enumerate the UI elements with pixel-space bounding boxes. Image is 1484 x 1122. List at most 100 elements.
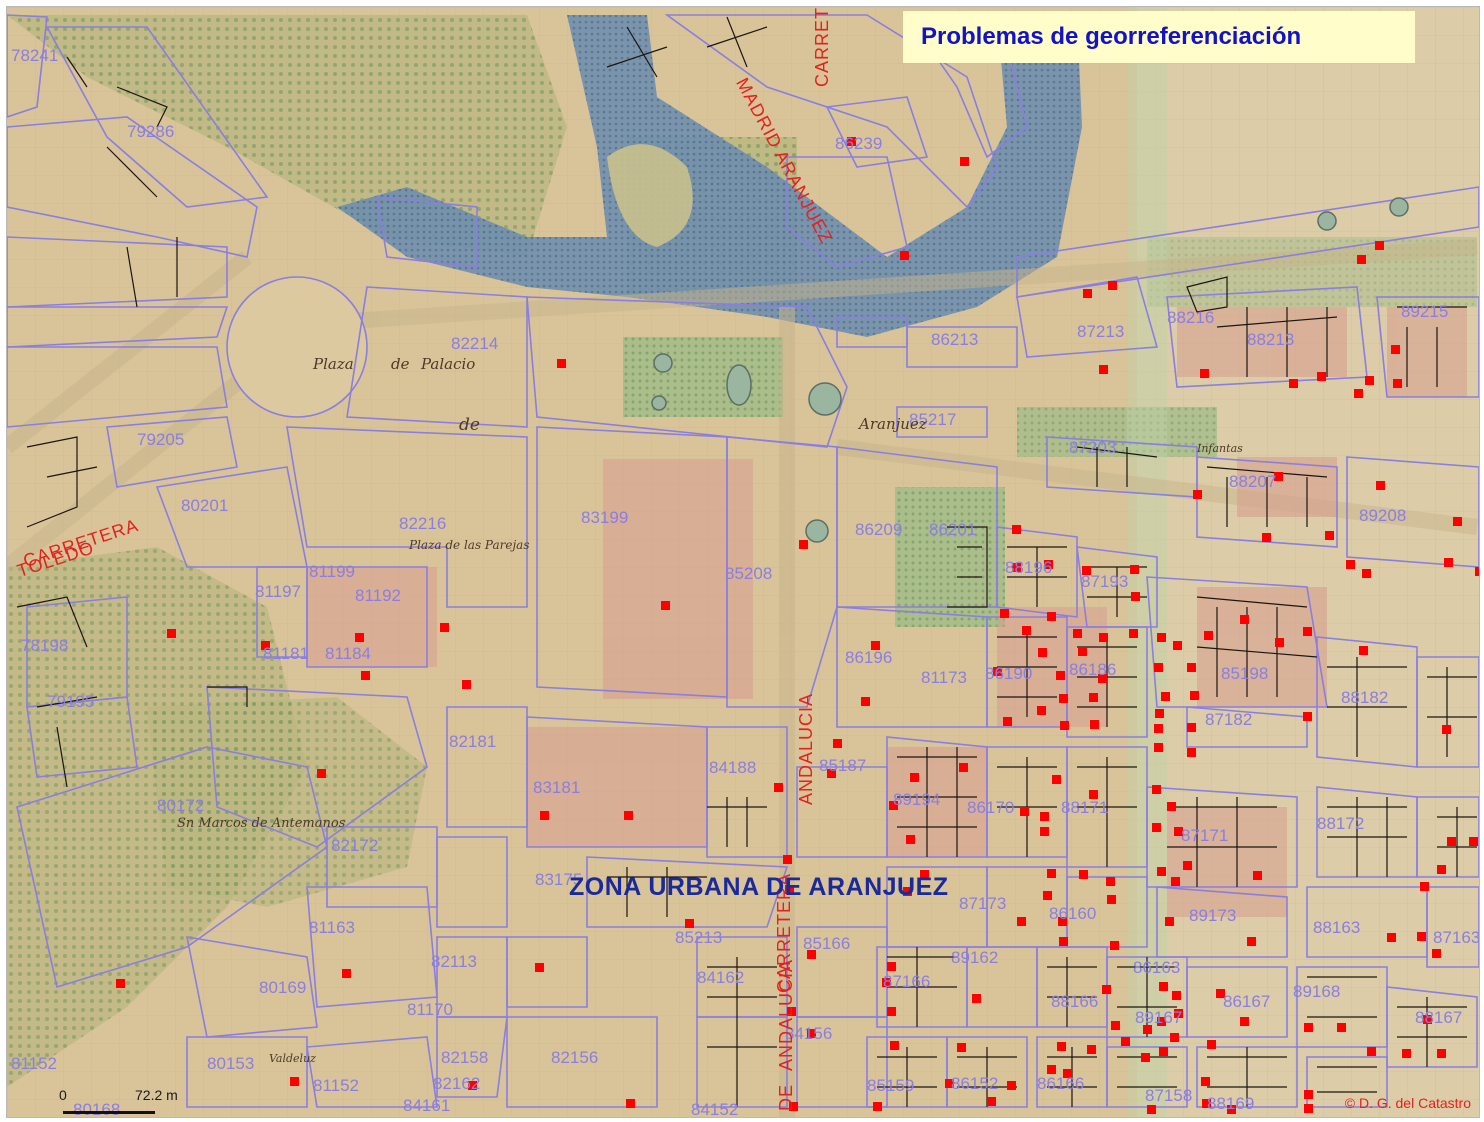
parcel-label: 81184 [325,644,372,663]
parcel-label: 82172 [331,836,379,855]
parcel-label: 81192 [355,586,402,605]
building-blocks [307,307,1467,917]
parcel-label: 85198 [1221,664,1269,683]
fountains [651,197,1409,543]
parcel-label: 78241 [11,46,59,65]
parcel-label: 82216 [399,514,447,533]
parcel-label: 88213 [1247,330,1295,349]
parcel-label: 81163 [309,918,356,937]
parcel-label: 84161 [403,1096,451,1115]
parcel-markers [116,137,1479,1114]
parcel-label: 81152 [11,1054,58,1073]
zone-label: ZONA URBANA DE ARANJUEZ [569,873,949,901]
parcel-label: 89167 [1135,1008,1183,1027]
handwritten-label: Infantas [1197,442,1243,455]
parcel-label: 86170 [967,798,1015,817]
parcel-label: 81197 [255,582,302,601]
parcel-label: 89168 [1293,982,1341,1001]
parcel-label: 86152 [951,1074,999,1093]
handwritten-label: Plaza [313,355,354,373]
parcel-label: 82156 [551,1048,599,1067]
parcel-label: 85213 [675,928,723,947]
parcel-label: 89194 [893,790,941,809]
street-label-andalucia: ANDALUCIA [796,692,816,805]
parcel-label: 88166 [1051,992,1099,1011]
page-title: Problemas de georreferenciación [921,23,1302,50]
street-label-carret: CARRET [812,6,832,87]
plaza-palacio [226,276,368,418]
map-viewport[interactable]: 78241 79286 86239 82214 79205 80201 8221… [6,6,1480,1118]
parcel-label: 84188 [709,758,757,777]
parcel-label: 80168 [73,1100,121,1118]
street-label-de: DE [776,1083,796,1111]
river [337,15,1082,337]
parcel-label: 86196 [845,648,893,667]
parcel-label: 87171 [1181,826,1229,845]
parcel-label: 80172 [157,796,205,815]
parcel-label: 84152 [691,1100,739,1118]
handwritten-label: Valdeluz [269,1052,316,1065]
parcel-label: 80153 [207,1054,255,1073]
parcel-label: 84162 [697,968,745,987]
parcel-label: 88207 [1229,472,1277,491]
parcel-label: 81181 [263,644,310,663]
parcel-label: 87193 [1081,572,1129,591]
parcel-label: 88172 [1317,814,1365,833]
parcel-label: 81199 [309,562,356,581]
handwritten-label: Plaza de las Parejas [409,538,530,552]
parcel-label: 88169 [1207,1094,1255,1113]
parcel-label: 82214 [451,334,499,353]
parcel-label: 86239 [835,134,883,153]
handwritten-label: de [459,415,480,435]
parcel-label: 86160 [1049,904,1097,923]
parcel-label: 79286 [127,122,175,141]
parcel-label: 87158 [1145,1086,1193,1105]
parcel-label: 81173 [921,668,968,687]
parcel-label: 83175 [535,870,583,889]
parcel-label: 86213 [931,330,979,349]
parcel-label: 85208 [725,564,773,583]
parcel-label: 86201 [929,520,977,539]
handwritten-label: de [391,355,410,373]
street-label-andalucia: ANDALUCIA [776,958,796,1071]
parcel-label: 89208 [1359,506,1407,525]
parcel-label: 82113 [431,952,478,971]
parcel-label: 84156 [785,1024,833,1043]
parcel-label: 86209 [855,520,903,539]
parcel-label: 80201 [181,496,229,515]
parcel-label: 83181 [533,778,581,797]
parcel-label: 86163 [1133,958,1181,977]
parcel-label: 89173 [1189,906,1237,925]
parcel-label: 82181 [449,732,497,751]
parcel-label: 81170 [407,1000,454,1019]
handwritten-label: Palacio [421,355,476,373]
parcel-label: 79205 [137,430,185,449]
parcel-label: 82162 [433,1074,481,1093]
handwritten-label: Aranjuez [859,415,927,433]
parcel-label: 88216 [1167,308,1215,327]
scale-zero-label: 0 [59,1087,67,1103]
parcel-label: 88196 [1005,558,1053,577]
parcel-label: 88182 [1341,688,1389,707]
parcel-label: 85217 [909,410,957,429]
parcel-label: 87173 [959,894,1007,913]
parcel-label: 88167 [1415,1008,1463,1027]
building-interiors [16,16,1477,1107]
parcel-label: 86166 [1037,1074,1085,1093]
parcel-label: 85166 [803,934,851,953]
map-canvas [7,7,1479,1117]
parcel-label: 87163 [1433,928,1480,947]
parcel-label: 89162 [951,948,999,967]
parcel-label: 85159 [867,1076,915,1095]
parcel-label: 83199 [581,508,629,527]
title-banner: Problemas de georreferenciación [903,11,1415,63]
parcel-label: 86190 [985,664,1033,683]
parcel-label: 86167 [1223,992,1271,1011]
parcel-label: 89215 [1401,302,1449,321]
parcel-label: 78198 [21,636,69,655]
parcel-label: 79195 [47,692,95,711]
handwritten-label: Sn Marcos de Antemanos [177,816,346,831]
parcel-label: 81152 [313,1076,360,1095]
parcel-label: 82158 [441,1048,489,1067]
parcel-label: 88163 [1313,918,1361,937]
